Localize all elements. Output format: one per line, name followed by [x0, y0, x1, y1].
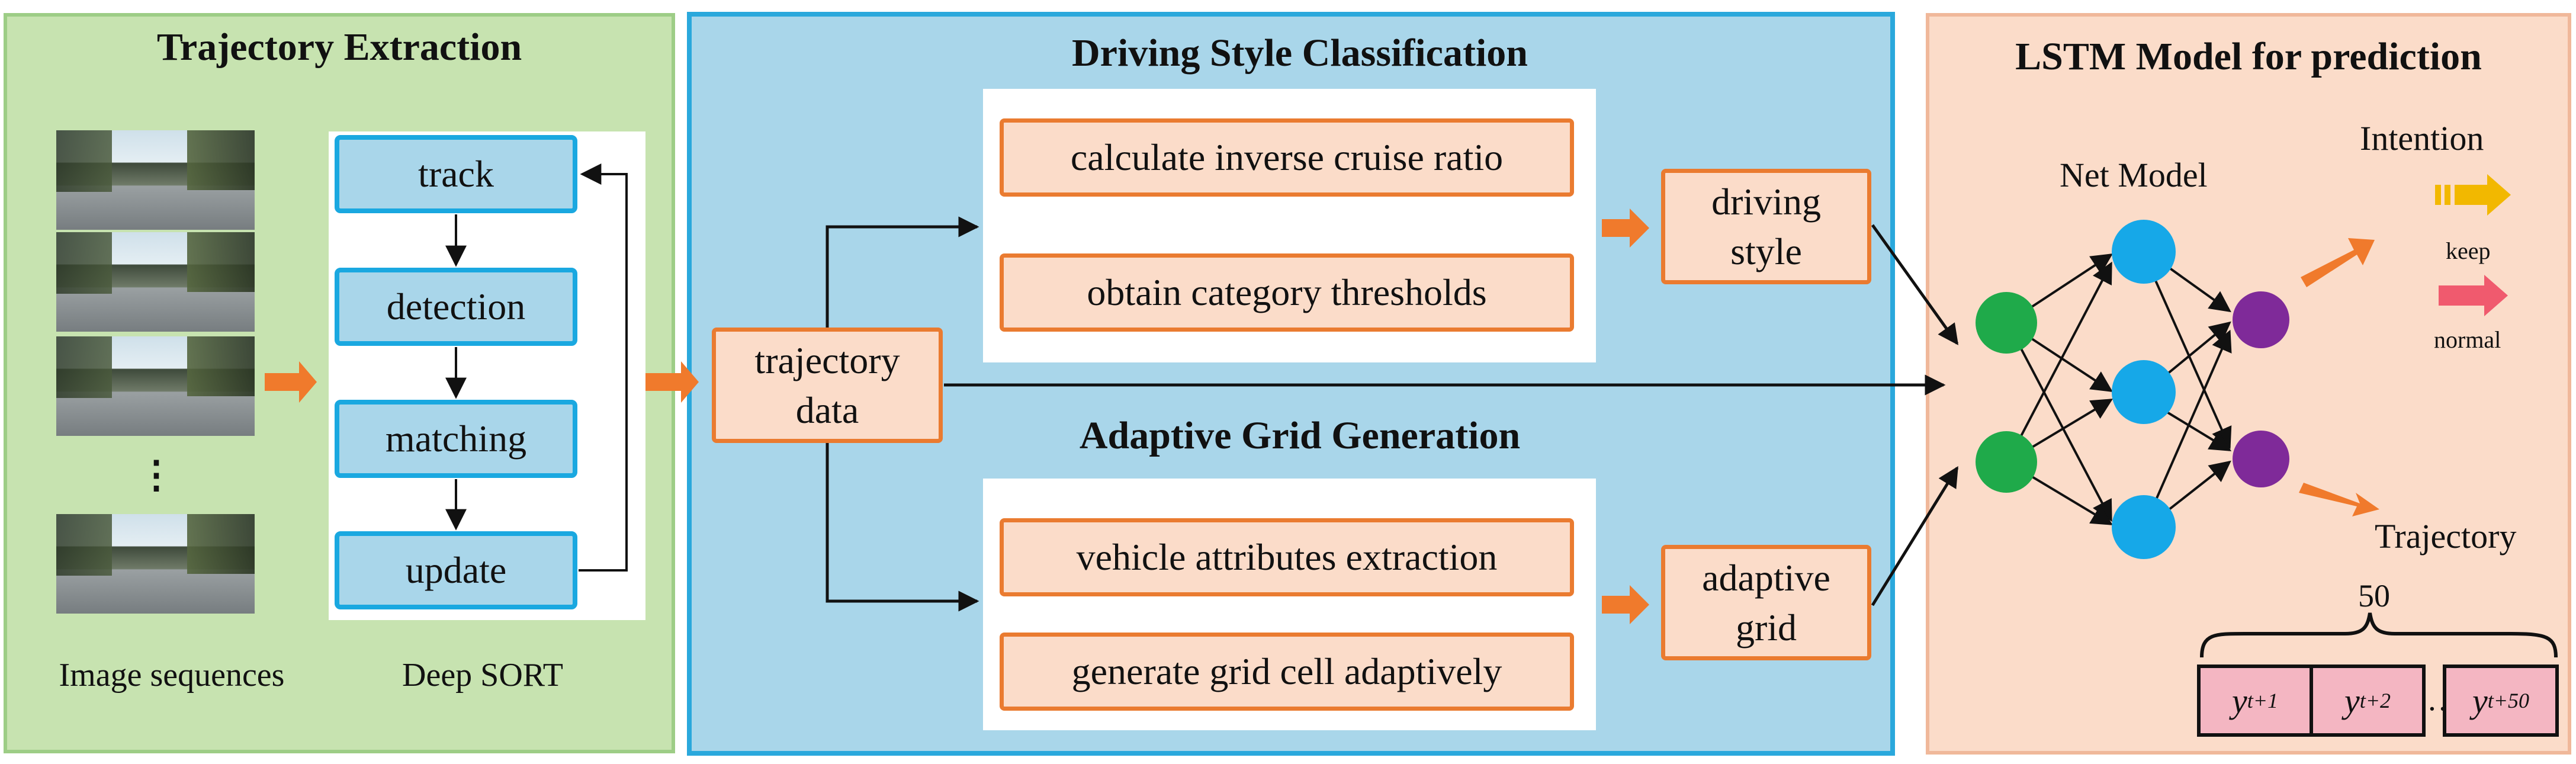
keep-arrow-dash-1	[2435, 185, 2441, 205]
lstm-panel	[1926, 13, 2571, 755]
output-y-t2-base: y	[2344, 681, 2360, 720]
image-frame-1	[56, 130, 255, 230]
orange-flow-arrows	[265, 208, 1649, 624]
hidden-node-2	[2112, 360, 2176, 424]
deep-sort-step-matching: matching	[335, 400, 577, 478]
deep-sort-step-track: track	[335, 135, 577, 213]
caption-image-sequences: Image sequences	[59, 657, 285, 694]
caption-deep-sort: Deep SORT	[402, 657, 563, 694]
ellipsis: ⋮	[137, 454, 175, 496]
network-nodes	[1976, 220, 2289, 559]
step-generate-grid-cell: generate grid cell adaptively	[1000, 633, 1574, 711]
normal-arrow	[2439, 275, 2508, 316]
trajectory-label: Trajectory	[2375, 517, 2517, 556]
intention-label: Intention	[2360, 119, 2484, 158]
output-brace	[2200, 612, 2558, 658]
input-node-2	[1976, 431, 2037, 493]
trajectory-data-box: trajectory data	[712, 328, 943, 443]
output-y-t50-base: y	[2472, 681, 2488, 720]
output-y-t1-sup: t+1	[2247, 689, 2279, 712]
image-frame-3	[56, 336, 255, 436]
keep-arrow	[2455, 174, 2511, 216]
image-frame-2	[56, 232, 255, 332]
output-node-1	[2233, 291, 2289, 348]
trajectory-branches	[826, 216, 1959, 612]
driving-style-classification-title: Driving Style Classification	[1072, 31, 1528, 75]
driving-style-box: driving style	[1661, 169, 1871, 284]
input-node-1	[1976, 292, 2037, 354]
step-vehicle-attributes: vehicle attributes extraction	[1000, 518, 1574, 596]
output-node-2	[2233, 431, 2289, 487]
trajectory-extraction-title: Trajectory Extraction	[156, 25, 522, 69]
intention-arrows	[2435, 174, 2511, 316]
output-y-t2-sup: t+2	[2359, 689, 2391, 712]
deep-sort-step-detection: detection	[335, 268, 577, 346]
output-y-t1-base: y	[2231, 681, 2247, 720]
lstm-title: LSTM Model for prediction	[2015, 35, 2482, 78]
hidden-node-3	[2112, 495, 2176, 559]
output-arrows	[2299, 238, 2379, 516]
keep-label: keep	[2446, 237, 2491, 264]
deep-sort-arrows	[445, 163, 628, 572]
deep-sort-step-update: update	[335, 531, 577, 609]
output-y-t50-sup: t+50	[2487, 689, 2530, 712]
adaptive-grid-box: adaptive grid	[1661, 545, 1871, 660]
hidden-node-1	[2112, 220, 2176, 284]
keep-arrow-dash-2	[2445, 185, 2450, 205]
output-count-label: 50	[2358, 578, 2390, 614]
adaptive-grid-generation-title: Adaptive Grid Generation	[1079, 414, 1521, 457]
image-frame-4	[56, 514, 255, 614]
step-category-thresholds: obtain category thresholds	[1000, 253, 1574, 332]
normal-label: normal	[2434, 326, 2501, 353]
net-model-label: Net Model	[2060, 156, 2208, 194]
step-inverse-cruise-ratio: calculate inverse cruise ratio	[1000, 118, 1574, 197]
